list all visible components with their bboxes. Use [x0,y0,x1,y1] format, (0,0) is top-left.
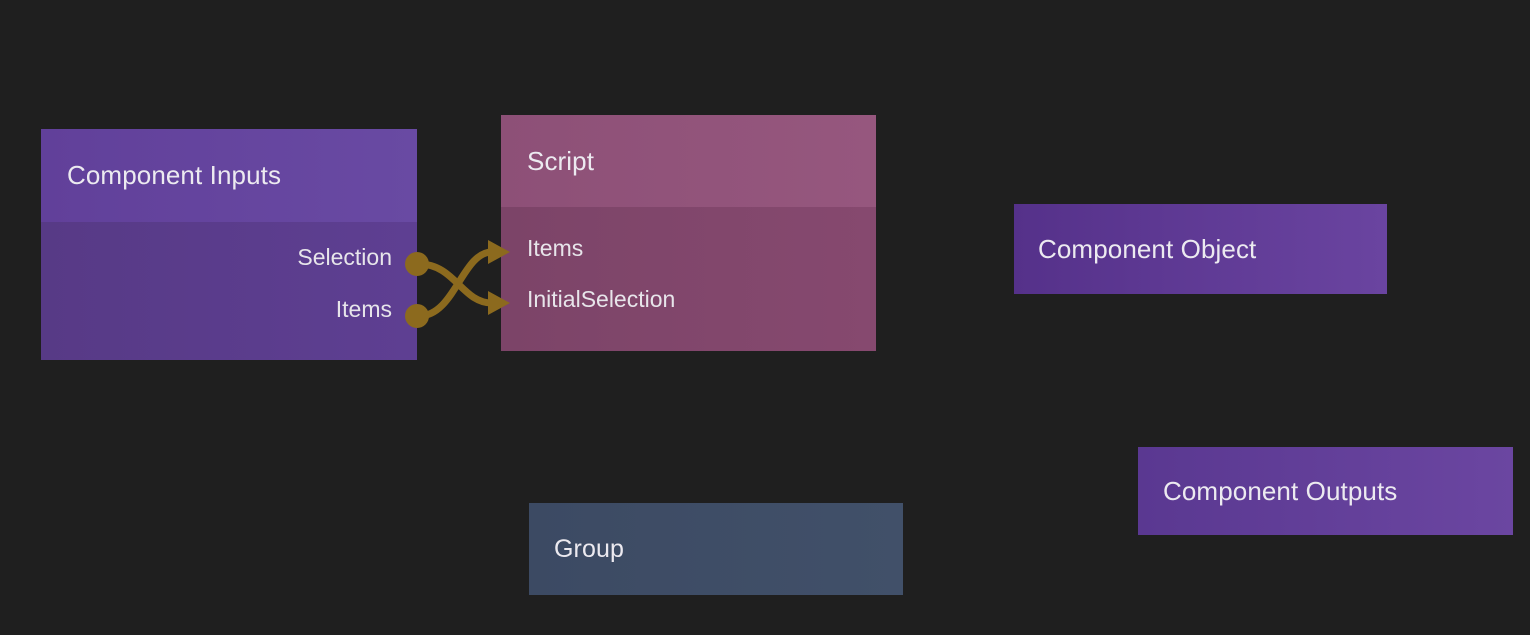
output-port-items-label: Items [335,296,392,322]
input-port-initialselection[interactable]: InitialSelection [527,280,876,318]
output-port-selection-label: Selection [297,244,392,270]
node-component-outputs[interactable]: Component Outputs [1138,447,1513,535]
node-component-object-title: Component Object [1038,233,1257,264]
node-script-header[interactable]: Script [501,115,876,207]
node-component-inputs[interactable]: Component Inputs Selection Items [41,129,417,360]
input-port-items-label: Items [527,235,584,261]
node-component-outputs-title: Component Outputs [1163,475,1398,506]
output-port-items[interactable]: Items [336,296,392,323]
input-port-items[interactable]: Items [527,229,876,267]
node-component-inputs-header[interactable]: Component Inputs [41,129,417,222]
input-port-initialselection-label: InitialSelection [527,286,676,312]
wire-selection-to-initialselection [415,260,496,307]
wire-items-to-items [415,248,496,320]
node-script-title: Script [527,145,595,176]
node-component-inputs-body: Selection Items [41,222,417,360]
output-port-selection[interactable]: Selection [297,244,392,271]
node-component-inputs-title: Component Inputs [67,160,282,190]
node-component-object[interactable]: Component Object [1014,204,1387,294]
node-script[interactable]: Script Items InitialSelection [501,115,876,351]
node-group[interactable]: Group [529,503,903,595]
node-script-body: Items InitialSelection [501,207,876,373]
node-group-title: Group [554,534,624,563]
